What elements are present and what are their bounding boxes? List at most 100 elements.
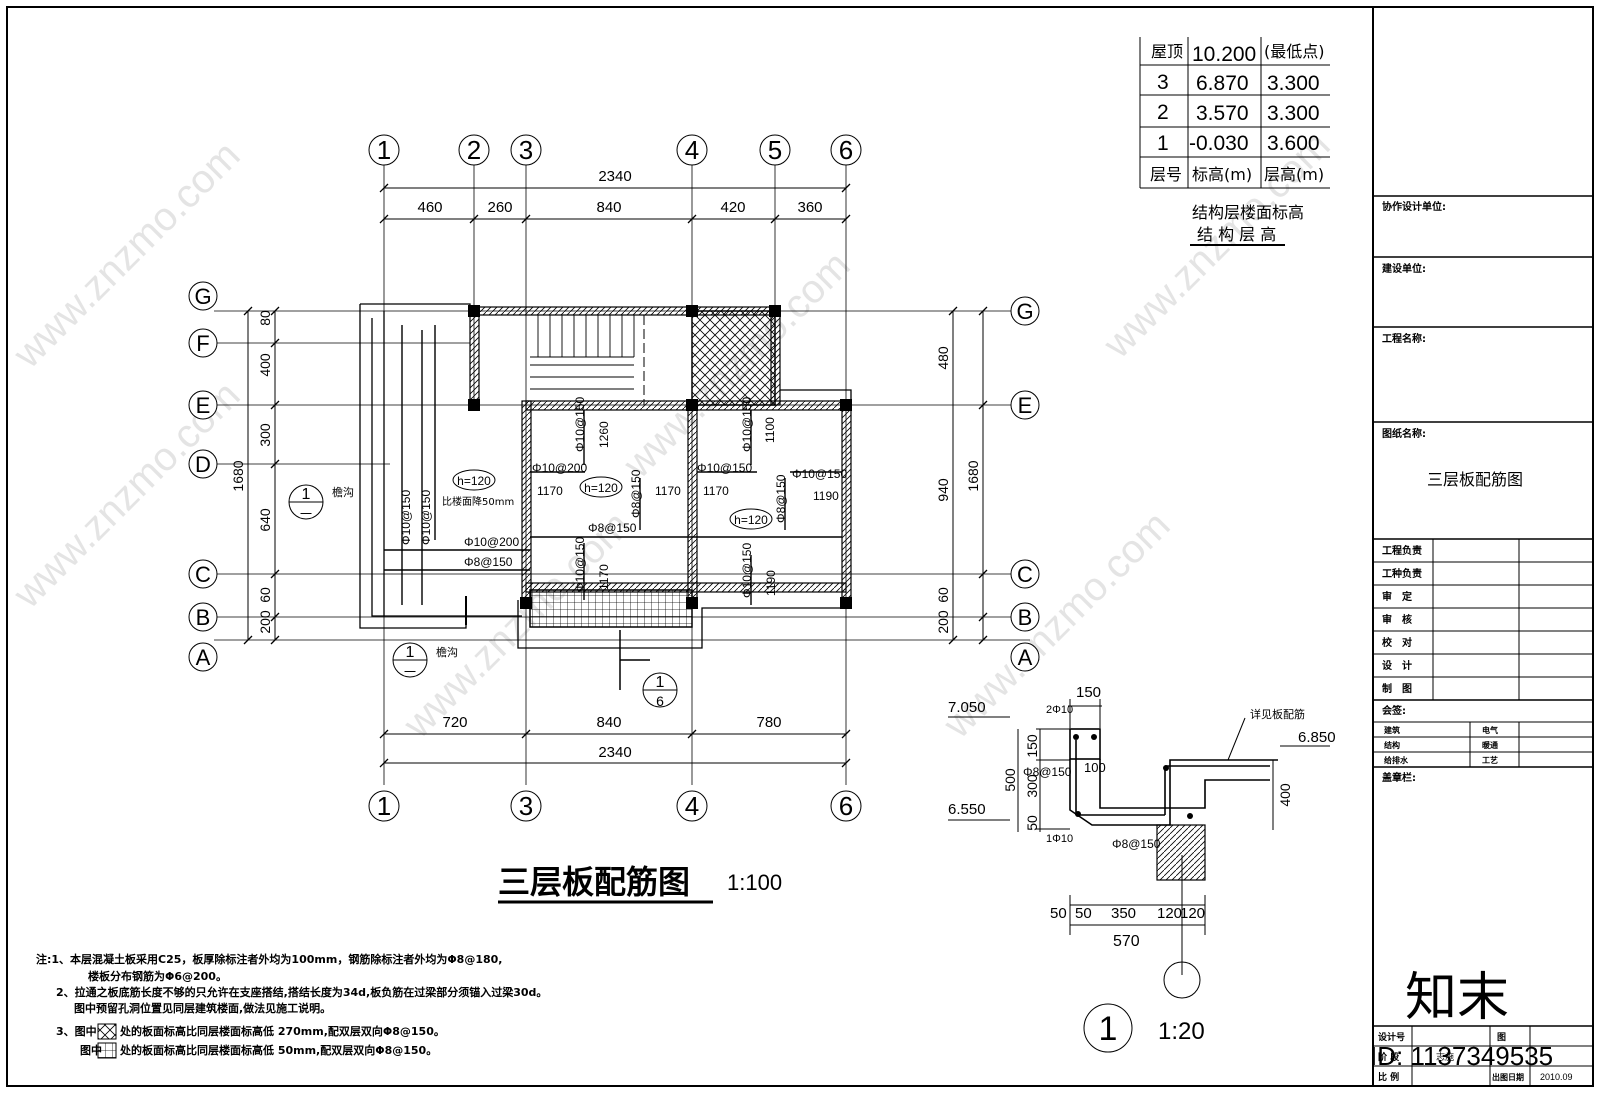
tb-phase-val: 志施 <box>1436 1051 1454 1063</box>
sec-dim-b2: 50 <box>1075 905 1092 922</box>
table-floor-0: 屋顶 <box>1151 42 1183 61</box>
rebar-10: Φ10@150 <box>740 543 754 598</box>
axis-bottom-4: 4 <box>685 791 699 821</box>
general-notes: 注:1、本层混凝土板采用C25，板厚除标注者外均为100mm，钢筋除标注者外均为… <box>36 952 547 1059</box>
sec-bar-3: 1Φ10 <box>1046 833 1073 845</box>
main-title: 三层板配筋图 1:100 <box>498 863 782 904</box>
axis-left-e: E <box>196 393 211 418</box>
table-elev-0: 10.200 <box>1192 43 1256 66</box>
rebar-11: Φ10@200 <box>464 535 519 549</box>
sec-elev-3: 6.850 <box>1298 729 1336 746</box>
table-elev-1: 6.870 <box>1196 72 1249 95</box>
floor-elevation-table: 屋顶 10.200 (最低点) 3 6.870 3.300 2 3.570 3.… <box>1139 37 1330 246</box>
dim-left-4: 640 <box>257 508 273 532</box>
rebar-14: Φ10@150 <box>419 490 433 545</box>
tb-role-0: 工程负责 <box>1382 544 1422 557</box>
tb-project: 工程名称: <box>1382 332 1426 345</box>
section-mark-2-sub: 一 <box>404 665 416 679</box>
slab-h-3: h=120 <box>734 513 768 527</box>
axis-right-g: G <box>1016 299 1033 324</box>
sec-bar-1: 2Φ10 <box>1046 704 1073 716</box>
plan-annotations: h=120 h=120 h=120 比楼面降50mm 檐沟 檐沟 Φ10@200… <box>288 397 847 709</box>
sec-dim-b1: 50 <box>1050 905 1067 922</box>
tb-client: 建设单位: <box>1381 262 1426 275</box>
tb-fig: 图 <box>1497 1032 1506 1043</box>
dim-top-total: 2340 <box>598 168 631 185</box>
sec-dim-b5: 120 <box>1180 905 1205 922</box>
sec-top-width: 150 <box>1076 684 1101 701</box>
tb-role-3: 审 核 <box>1382 613 1412 626</box>
tb-role-6: 制 图 <box>1382 682 1412 695</box>
table-caption-1: 结构层楼面标高 <box>1192 203 1304 222</box>
brand-watermark: 知末 <box>1405 968 1509 1028</box>
tb-countersign: 会签: <box>1382 704 1406 717</box>
rebar-1: Φ10@200 <box>532 461 587 475</box>
dim-bottom-total: 2340 <box>598 744 631 761</box>
rebar-5: Φ8@150 <box>588 521 637 535</box>
id-watermark: ID: 1137349535 <box>1370 1041 1553 1071</box>
sec-dim-v2: 500 <box>1002 768 1018 792</box>
table-floor-3: 1 <box>1157 132 1169 155</box>
dim-top-4: 420 <box>720 199 745 216</box>
tb-cs-left-0: 建筑 <box>1383 725 1400 735</box>
axis-top-6: 6 <box>839 135 853 165</box>
axis-top-3: 3 <box>519 135 533 165</box>
dim-left-2: 400 <box>257 353 273 377</box>
dim-rebar-8: 1190 <box>764 570 778 596</box>
axis-bottom-3: 3 <box>519 791 533 821</box>
rebar-7: Φ10@150 <box>740 397 754 452</box>
dim-rebar-5: 1170 <box>703 484 729 498</box>
dim-left-5: 60 <box>257 587 273 603</box>
sec-elev-1: 7.050 <box>948 699 986 716</box>
slab-h-1: h=120 <box>457 474 491 488</box>
tb-date-label: 出图日期 <box>1492 1072 1524 1082</box>
note-1a: 注:1、本层混凝土板采用C25，板厚除标注者外均为100mm，钢筋除标注者外均为… <box>36 952 502 966</box>
note-4a: 图中 <box>80 1043 102 1057</box>
tb-phase: 阶 段 <box>1378 1051 1400 1063</box>
sec-bar-2: Φ8@150 <box>1023 765 1072 779</box>
sec-elev-2: 6.550 <box>948 801 986 818</box>
dim-top-1: 460 <box>417 199 442 216</box>
axis-bottom-6: 6 <box>839 791 853 821</box>
sec-dim-v1: 150 <box>1024 734 1040 758</box>
tb-scale: 比 例 <box>1378 1071 1399 1083</box>
title-block-text: 协作设计单位: 建设单位: 工程名称: 图纸名称: 三层板配筋图 工程负责 工种… <box>1378 200 1573 1083</box>
dim-rebar-1: 1260 <box>597 421 611 448</box>
dimensions: 2340 460 260 840 420 360 720 840 780 234… <box>230 168 981 761</box>
rebar-9: Φ10@150 <box>573 537 587 592</box>
note-3b: 处的板面标高比同层楼面标高低 270mm,配双层双向Φ8@150。 <box>119 1024 445 1038</box>
dim-rebar-7: 1170 <box>597 564 611 590</box>
dim-rebar-3: 1170 <box>655 484 681 498</box>
sec-dim-b3: 350 <box>1111 905 1136 922</box>
dim-left-total: 1680 <box>230 460 246 491</box>
plan-scale: 1:100 <box>727 870 782 895</box>
note-1b: 楼板分布钢筋为Φ6@200。 <box>88 969 227 983</box>
note-2b: 图中预留孔洞位置见同层建筑楼面,做法见施工说明。 <box>74 1001 331 1015</box>
axis-right-e: E <box>1018 393 1033 418</box>
gutter-label-1: 檐沟 <box>332 485 354 499</box>
plan-drawing <box>214 165 1030 785</box>
note-3a: 3、图中 <box>56 1024 97 1038</box>
dim-bottom-1: 720 <box>442 714 467 731</box>
table-height-2: 3.300 <box>1267 102 1320 125</box>
axis-top-4: 4 <box>685 135 699 165</box>
axis-left-g: G <box>194 284 211 309</box>
axis-left-d: D <box>195 452 211 477</box>
dim-rebar-4: 1100 <box>763 417 777 443</box>
section-detail <box>948 699 1330 999</box>
axis-left-a: A <box>196 645 211 670</box>
detail-label-scale: 1:20 <box>1158 1018 1205 1045</box>
table-floor-1: 3 <box>1157 71 1169 94</box>
plan-title: 三层板配筋图 <box>498 863 690 901</box>
table-caption-2: 结 构 层 高 <box>1197 225 1276 244</box>
axis-right-b: B <box>1018 605 1033 630</box>
table-floor-2: 2 <box>1157 101 1169 124</box>
dim-right-total: 1680 <box>965 460 981 491</box>
axis-top-2: 2 <box>467 135 481 165</box>
section-mark-1-num: 1 <box>302 486 311 503</box>
section-detail-labels: 7.050 6.550 6.850 150 2Φ10 Φ8@150 1Φ10 Φ… <box>948 684 1336 1053</box>
table-height-3: 3.600 <box>1267 132 1320 155</box>
table-elev-3: -0.030 <box>1189 132 1249 155</box>
gutter-label-2: 檐沟 <box>436 645 458 659</box>
